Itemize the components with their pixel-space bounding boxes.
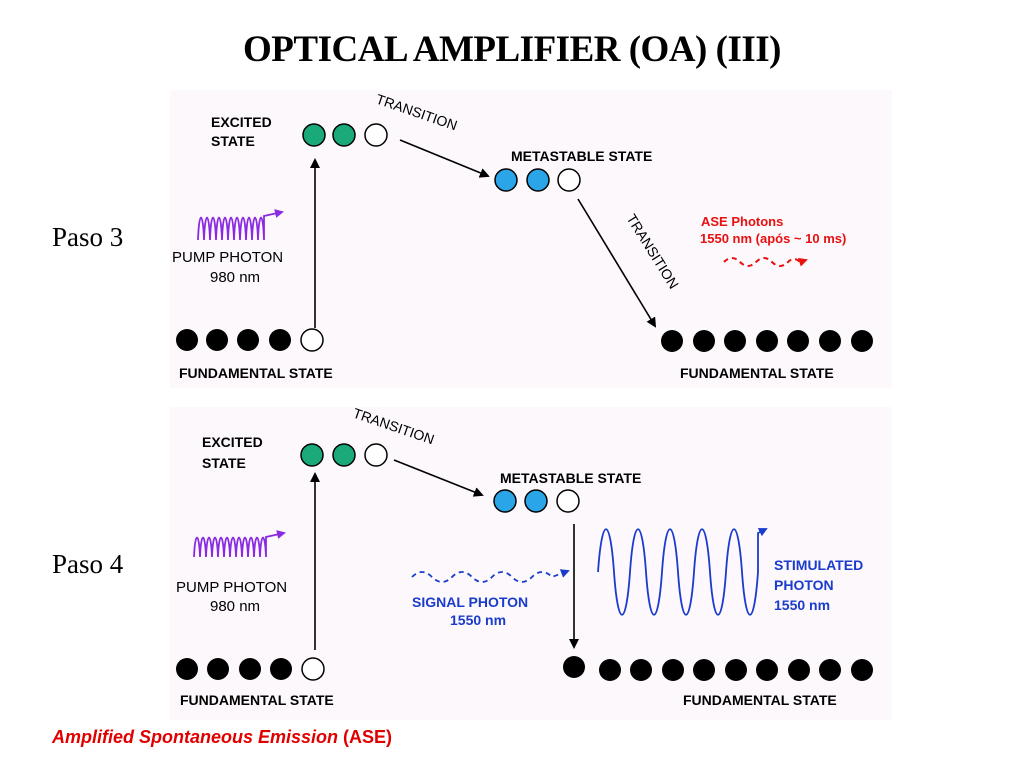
ase-wavelength: 1550 nm (após ~ 10 ms) bbox=[700, 231, 846, 246]
step-4-label: Paso 4 bbox=[52, 549, 124, 579]
ground-particle bbox=[725, 659, 747, 681]
metastable-state-particles bbox=[493, 489, 580, 513]
fundamental-state-left-particles bbox=[176, 328, 324, 352]
step-4-diagram: EXCITED STATE TRANSITION METASTABLE STAT… bbox=[170, 405, 892, 720]
pump-photon-wave bbox=[193, 530, 286, 558]
ground-particle bbox=[207, 658, 229, 680]
slide-title: OPTICAL AMPLIFIER (OA) (III) bbox=[243, 29, 781, 70]
metastable-empty-slot bbox=[556, 489, 580, 513]
pump-photon-wave bbox=[197, 209, 284, 241]
ground-particle bbox=[269, 329, 291, 351]
ground-particle bbox=[176, 329, 198, 351]
ground-particle bbox=[851, 330, 873, 352]
transition-arrow bbox=[393, 459, 484, 497]
ground-particle bbox=[237, 329, 259, 351]
signal-wavelength: 1550 nm bbox=[450, 612, 506, 628]
ground-particle bbox=[563, 656, 585, 678]
transition-label: TRANSITION bbox=[374, 91, 459, 134]
step-3-label: Paso 3 bbox=[52, 222, 124, 252]
pump-wavelength: 980 nm bbox=[210, 269, 260, 286]
decay-arrow bbox=[577, 198, 657, 328]
ground-particle bbox=[599, 659, 621, 681]
ground-empty-slot bbox=[301, 657, 325, 681]
fundamental-state-left-label: FUNDAMENTAL STATE bbox=[179, 365, 333, 381]
ground-particle bbox=[756, 330, 778, 352]
metastable-particle bbox=[494, 168, 518, 192]
ase-photon-wave bbox=[723, 257, 808, 267]
metastable-state-particles bbox=[494, 168, 581, 192]
excited-state-particles bbox=[302, 123, 388, 147]
ase-photons-label: ASE Photons bbox=[701, 214, 783, 229]
ground-particle bbox=[724, 330, 746, 352]
excited-state-particles bbox=[300, 443, 388, 467]
ground-particle bbox=[819, 659, 841, 681]
stimulated-photon-wave bbox=[597, 528, 768, 616]
step-4-svg: EXCITED STATE TRANSITION METASTABLE STAT… bbox=[176, 405, 873, 708]
transition-label: TRANSITION bbox=[351, 405, 436, 448]
fundamental-state-right-label: FUNDAMENTAL STATE bbox=[680, 365, 834, 381]
transition-label-2: TRANSITION bbox=[623, 211, 681, 291]
metastable-particle bbox=[524, 489, 548, 513]
fundamental-state-right-particles bbox=[661, 330, 873, 352]
pump-wavelength: 980 nm bbox=[210, 598, 260, 615]
ground-particle bbox=[630, 659, 652, 681]
excited-state-label: EXCITED bbox=[211, 114, 272, 130]
excited-state-label: EXCITED bbox=[202, 434, 263, 450]
signal-photon-label: SIGNAL PHOTON bbox=[412, 594, 528, 610]
ase-footer-note: Amplified Spontaneous Emission (ASE) bbox=[52, 727, 392, 748]
ground-particle bbox=[239, 658, 261, 680]
ase-footer-italic: Amplified Spontaneous Emission bbox=[52, 727, 339, 747]
ground-particle bbox=[819, 330, 841, 352]
pump-photon-label: PUMP PHOTON bbox=[172, 249, 283, 266]
ground-particle bbox=[693, 330, 715, 352]
excited-particle bbox=[300, 443, 324, 467]
excited-state-label-2: STATE bbox=[211, 133, 255, 149]
excited-state-label-2: STATE bbox=[202, 455, 246, 471]
metastable-particle bbox=[493, 489, 517, 513]
metastable-particle bbox=[526, 168, 550, 192]
metastable-state-label: METASTABLE STATE bbox=[500, 470, 641, 486]
ase-footer-acronym: (ASE) bbox=[338, 727, 393, 747]
fundamental-state-right-label: FUNDAMENTAL STATE bbox=[683, 692, 837, 708]
ground-particle bbox=[206, 329, 228, 351]
excited-empty-slot bbox=[364, 123, 388, 147]
metastable-state-label: METASTABLE STATE bbox=[511, 148, 652, 164]
ground-particle bbox=[176, 658, 198, 680]
metastable-empty-slot bbox=[557, 168, 581, 192]
ground-particle bbox=[661, 330, 683, 352]
stimulated-photon-label: STIMULATED bbox=[774, 557, 863, 573]
ground-particle bbox=[270, 658, 292, 680]
ground-particle bbox=[788, 659, 810, 681]
step-3-diagram: EXCITED STATE TRANSITION METASTABLE STAT… bbox=[170, 90, 892, 388]
stimulated-photon-label-2: PHOTON bbox=[774, 577, 834, 593]
signal-photon-wave bbox=[411, 569, 570, 583]
excited-particle bbox=[332, 443, 356, 467]
ground-particle bbox=[787, 330, 809, 352]
excited-particle bbox=[332, 123, 356, 147]
fundamental-state-left-label: FUNDAMENTAL STATE bbox=[180, 692, 334, 708]
ground-empty-slot bbox=[300, 328, 324, 352]
ground-particle bbox=[693, 659, 715, 681]
step-3-svg: EXCITED STATE TRANSITION METASTABLE STAT… bbox=[172, 91, 873, 381]
fundamental-state-left-particles bbox=[176, 657, 325, 681]
excited-empty-slot bbox=[364, 443, 388, 467]
stimulated-wavelength: 1550 nm bbox=[774, 597, 830, 613]
excited-particle bbox=[302, 123, 326, 147]
fundamental-state-right-particles bbox=[563, 656, 873, 681]
transition-arrow bbox=[399, 139, 490, 178]
ground-particle bbox=[662, 659, 684, 681]
pump-photon-label: PUMP PHOTON bbox=[176, 579, 287, 596]
ground-particle bbox=[851, 659, 873, 681]
ground-particle bbox=[756, 659, 778, 681]
